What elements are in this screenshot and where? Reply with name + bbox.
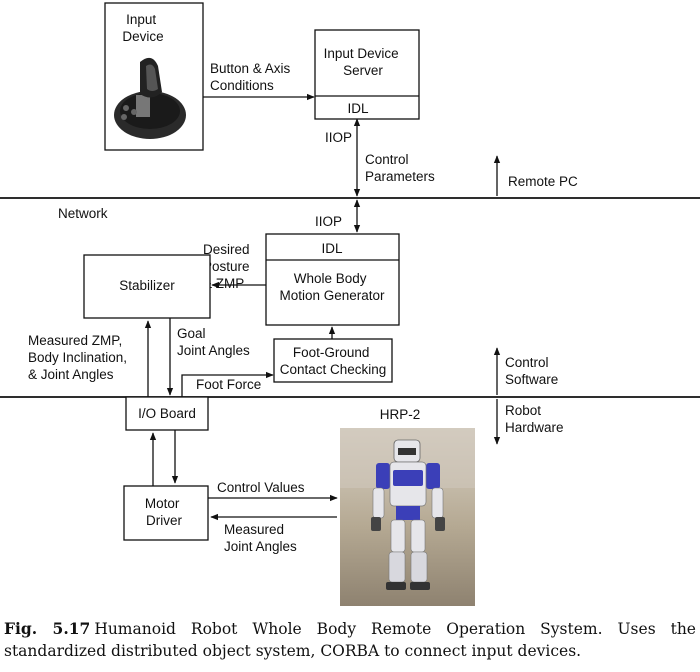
desired-posture-label: Desired Posture & ZMP [203, 242, 253, 291]
measured-joint-label: Measured Joint Angles [224, 522, 297, 554]
motor-driver-label: Motor Driver [145, 496, 183, 528]
control-parameters-label: Control Parameters [365, 152, 435, 184]
hrp2-robot-photo [340, 428, 475, 606]
remote-pc-label: Remote PC [508, 174, 578, 189]
foot-force-arrow [181, 371, 274, 397]
whole-body-label: Whole Body Motion Generator [279, 271, 385, 303]
goal-joint-label: Goal Joint Angles [177, 326, 250, 358]
button-axis-label: Button & Axis Conditions [210, 61, 294, 93]
stabilizer-box [83, 254, 211, 319]
iiop-mid-label: IIOP [315, 214, 342, 229]
idl-top-label: IDL [347, 101, 369, 116]
robot-hardware-label: Robot Hardware [505, 403, 564, 435]
control-software-label: Control Software [505, 355, 558, 387]
io-board-label: I/O Board [138, 406, 196, 421]
whole-body-box [265, 233, 400, 326]
input-device-server-label: Input Device Server [324, 46, 403, 78]
network-label: Network [58, 206, 108, 221]
foot-ground-label: Foot-Ground Contact Checking [280, 345, 387, 377]
idl-mid-label: IDL [321, 241, 343, 256]
input-device-label: Input Device [122, 12, 163, 44]
motor-driver-box [123, 485, 209, 541]
figure-label: Fig. 5.17 [4, 619, 91, 638]
figure-caption-text: Humanoid Robot Whole Body Remote Operati… [4, 620, 696, 660]
control-values-label: Control Values [217, 480, 305, 495]
iiop-top-label: IIOP [325, 130, 352, 145]
joystick-image [114, 57, 186, 139]
io-board-box [125, 396, 209, 431]
input-device-server-box [314, 29, 420, 120]
stabilizer-label: Stabilizer [119, 278, 175, 293]
measured-zmp-label: Measured ZMP, Body Inclination, & Joint … [28, 333, 131, 382]
foot-force-label: Foot Force [196, 377, 261, 392]
foot-ground-box [273, 338, 393, 383]
hrp2-label: HRP-2 [380, 407, 421, 422]
